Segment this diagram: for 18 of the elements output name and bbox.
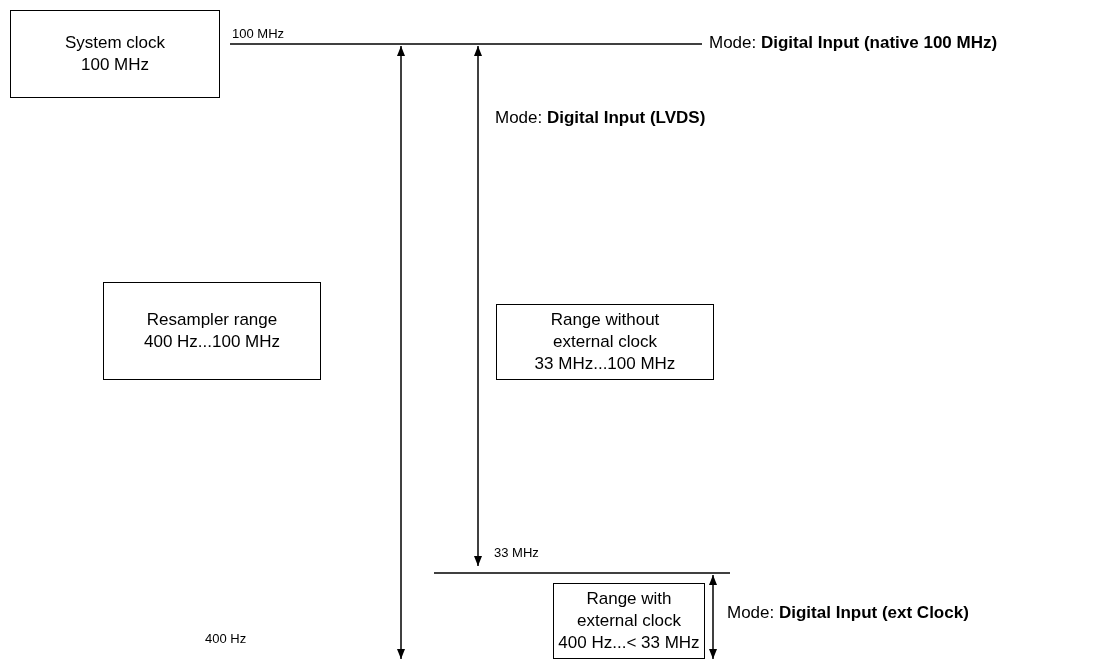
range-box — [553, 583, 705, 659]
mode-label: Mode: Digital Input (LVDS) — [495, 108, 706, 128]
frequency-range: 400 Hz...< 33 MHz — [558, 632, 700, 654]
frequency-label: 100 MHz — [232, 26, 285, 41]
range-box — [103, 282, 321, 380]
box-title: Range with external clock — [576, 588, 682, 632]
frequency-range: 100 MHz — [81, 54, 149, 76]
range-box — [10, 10, 220, 98]
frequency-range: 400 Hz...100 MHz — [143, 331, 281, 353]
range-box — [496, 304, 714, 380]
frequency-range: 33 MHz...100 MHz — [534, 353, 676, 375]
box-title: System clock — [64, 32, 166, 54]
frequency-label: 33 MHz — [494, 545, 539, 560]
box-title: Resampler range — [146, 309, 278, 331]
frequency-label: 400 Hz — [205, 631, 247, 646]
box-title: Range without external clock — [549, 309, 661, 353]
mode-label: Mode: Digital Input (ext Clock) — [727, 603, 969, 623]
mode-label: Mode: Digital Input (native 100 MHz) — [709, 33, 998, 53]
